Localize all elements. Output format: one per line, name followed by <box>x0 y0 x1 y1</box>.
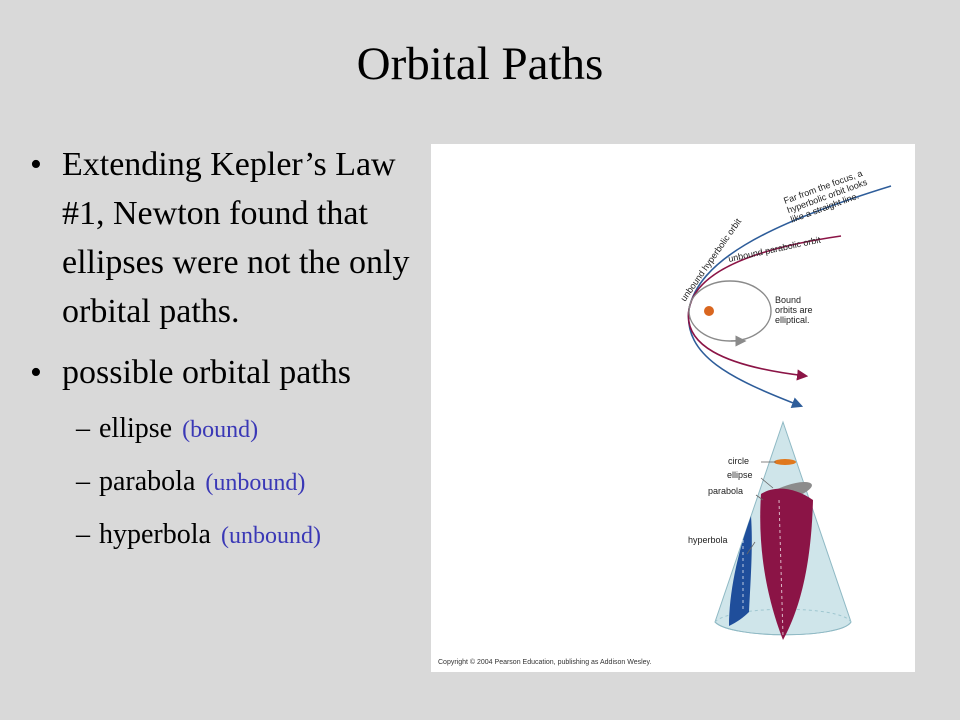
sub-bullet-note: (unbound) <box>205 470 306 496</box>
sub-bullet-text: hyperbola <box>99 519 211 550</box>
bound-orbits-label-line1: Bound <box>775 295 801 305</box>
sub-bullet-note: (unbound) <box>220 523 321 549</box>
bullet-item: • Extending Kepler’s Law #1, Newton foun… <box>24 140 434 336</box>
sub-bullet-item: – parabola (unbound) <box>24 462 434 503</box>
parabola-section-dashes <box>778 499 784 637</box>
sub-bullet-dash: – <box>76 466 90 497</box>
hyperbola-leader-line <box>746 541 756 555</box>
sub-bullet-item: – ellipse (bound) <box>24 409 434 450</box>
sub-bullet-dash: – <box>76 519 90 550</box>
circle-label: circle <box>728 456 749 466</box>
sub-bullet-dash: – <box>76 413 90 444</box>
bullet-text: Extending Kepler’s Law #1, Newton found … <box>62 146 410 330</box>
bullet-item: • possible orbital paths <box>24 348 434 397</box>
bound-orbits-label-line3: elliptical. <box>775 315 810 325</box>
parabola-section <box>760 488 813 640</box>
sub-bullet-note: (bound) <box>182 417 259 443</box>
hyperbola-section <box>729 516 752 626</box>
ellipse-leader-line <box>760 477 774 489</box>
copyright-text: Copyright © 2004 Pearson Education, publ… <box>438 658 652 666</box>
sub-bullet-text: parabola <box>99 466 196 497</box>
elliptical-orbit-line <box>688 280 772 342</box>
ellipse-label: ellipse <box>727 470 753 480</box>
parabola-label: parabola <box>708 486 743 496</box>
orbit-figure: Far from the focus, a hyperbolic orbit l… <box>431 144 915 672</box>
bullet-text: possible orbital paths <box>62 354 351 391</box>
bullet-dot: • <box>30 354 42 391</box>
circle-section <box>774 459 796 465</box>
parabola-leader-line <box>755 494 764 501</box>
hyperbola-label: hyperbola <box>688 535 728 545</box>
unbound-parabolic-label: unbound parabolic orbit <box>727 235 822 264</box>
focus-dot <box>704 306 714 316</box>
bullet-list: • Extending Kepler’s Law #1, Newton foun… <box>24 140 434 556</box>
bullet-dot: • <box>30 146 42 183</box>
sub-bullet-text: ellipse <box>99 413 173 444</box>
slide-title: Orbital Paths <box>356 38 604 90</box>
bound-orbits-label-line2: orbits are <box>775 305 813 315</box>
sub-bullet-item: – hyperbola (unbound) <box>24 515 434 556</box>
orbit-diagram: Far from the focus, a hyperbolic orbit l… <box>438 168 892 666</box>
